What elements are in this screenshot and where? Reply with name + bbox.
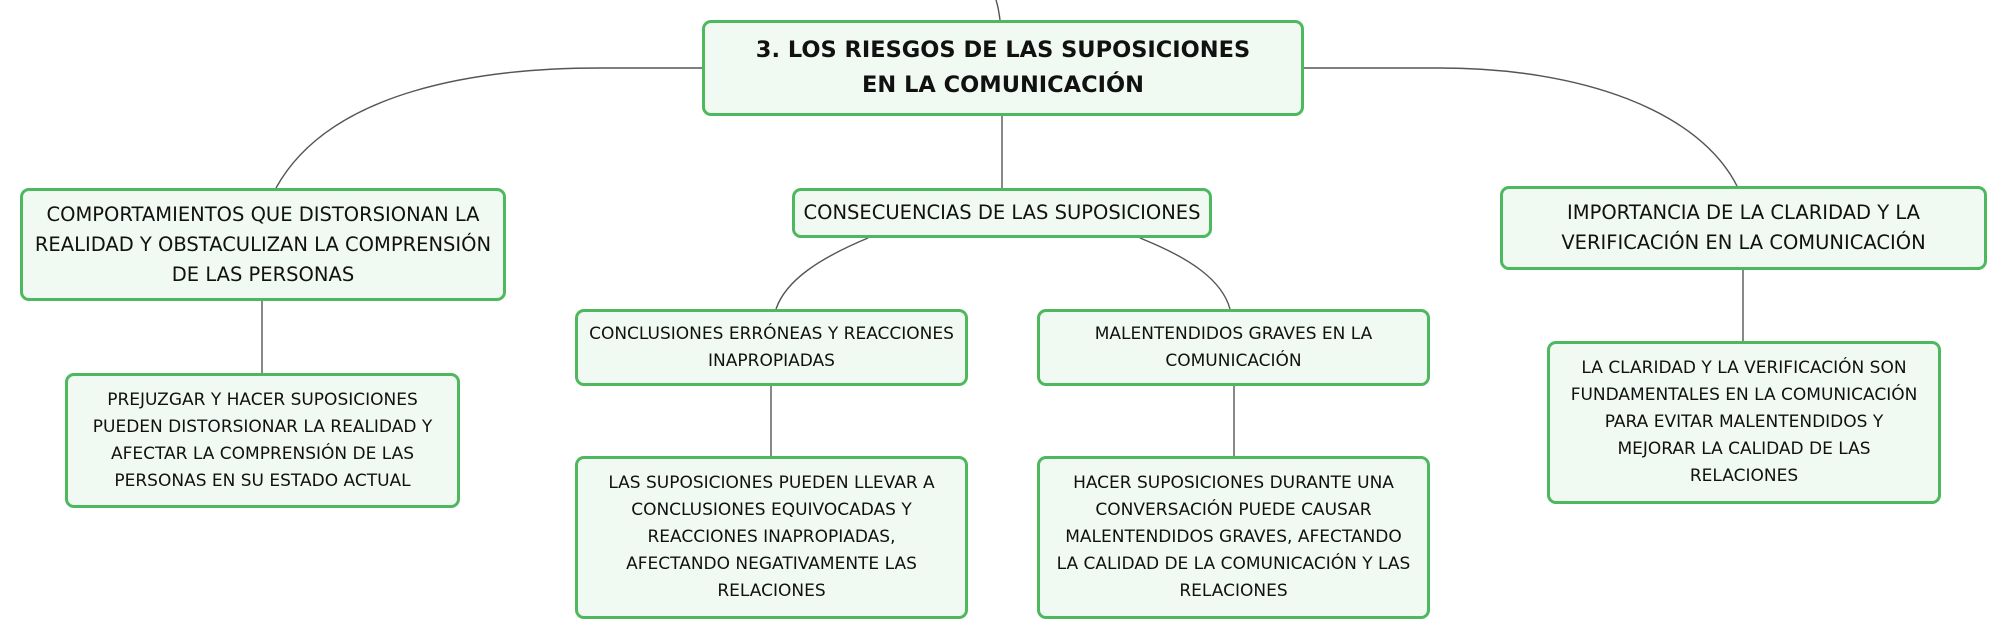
branch-comportamientos[interactable]: COMPORTAMIENTOS QUE DISTORSIONAN LA REAL… — [20, 188, 506, 301]
connector-root-to-right-branch — [1302, 67, 1739, 189]
subtopic-malentendidos-label: MALENTENDIDOS GRAVES EN LA COMUNICACIÓN — [1094, 323, 1373, 371]
leaf-hacer-suposiciones-label: HACER SUPOSICIONES DURANTE UNA CONVERSAC… — [1056, 473, 1411, 601]
leaf-suposiciones-conclusiones[interactable]: LAS SUPOSICIONES PUEDEN LLEVAR A CONCLUS… — [575, 456, 968, 619]
subtopic-conclusiones-label: CONCLUSIONES ERRÓNEAS Y REACCIONES INAPR… — [589, 323, 954, 371]
root-topic-label: 3. LOS RIESGOS DE LAS SUPOSICIONES EN LA… — [755, 37, 1251, 98]
leaf-prejuzgar[interactable]: PREJUZGAR Y HACER SUPOSICIONES PUEDEN DI… — [65, 373, 460, 508]
branch-consecuencias-label: CONSECUENCIAS DE LAS SUPOSICIONES — [803, 201, 1201, 224]
leaf-claridad-label: LA CLARIDAD Y LA VERIFICACIÓN SON FUNDAM… — [1570, 358, 1918, 486]
root-topic[interactable]: 3. LOS RIESGOS DE LAS SUPOSICIONES EN LA… — [702, 20, 1304, 116]
connector-center-branch-to-conclusiones — [775, 237, 869, 310]
connector-root-to-left-branch — [275, 67, 702, 189]
leaf-prejuzgar-label: PREJUZGAR Y HACER SUPOSICIONES PUEDEN DI… — [92, 389, 433, 491]
leaf-hacer-suposiciones[interactable]: HACER SUPOSICIONES DURANTE UNA CONVERSAC… — [1037, 456, 1430, 619]
connector-root-to-parent — [995, 0, 1001, 21]
branch-consecuencias[interactable]: CONSECUENCIAS DE LAS SUPOSICIONES — [792, 188, 1212, 238]
subtopic-malentendidos[interactable]: MALENTENDIDOS GRAVES EN LA COMUNICACIÓN — [1037, 309, 1430, 386]
branch-importancia-label: IMPORTANCIA DE LA CLARIDAD Y LA VERIFICA… — [1561, 201, 1926, 254]
connector-center-branch-to-malentendidos — [1139, 237, 1231, 310]
branch-importancia[interactable]: IMPORTANCIA DE LA CLARIDAD Y LA VERIFICA… — [1500, 186, 1987, 270]
subtopic-conclusiones[interactable]: CONCLUSIONES ERRÓNEAS Y REACCIONES INAPR… — [575, 309, 968, 386]
branch-comportamientos-label: COMPORTAMIENTOS QUE DISTORSIONAN LA REAL… — [34, 202, 492, 286]
leaf-suposiciones-conclusiones-label: LAS SUPOSICIONES PUEDEN LLEVAR A CONCLUS… — [608, 473, 935, 601]
leaf-claridad[interactable]: LA CLARIDAD Y LA VERIFICACIÓN SON FUNDAM… — [1547, 341, 1941, 504]
